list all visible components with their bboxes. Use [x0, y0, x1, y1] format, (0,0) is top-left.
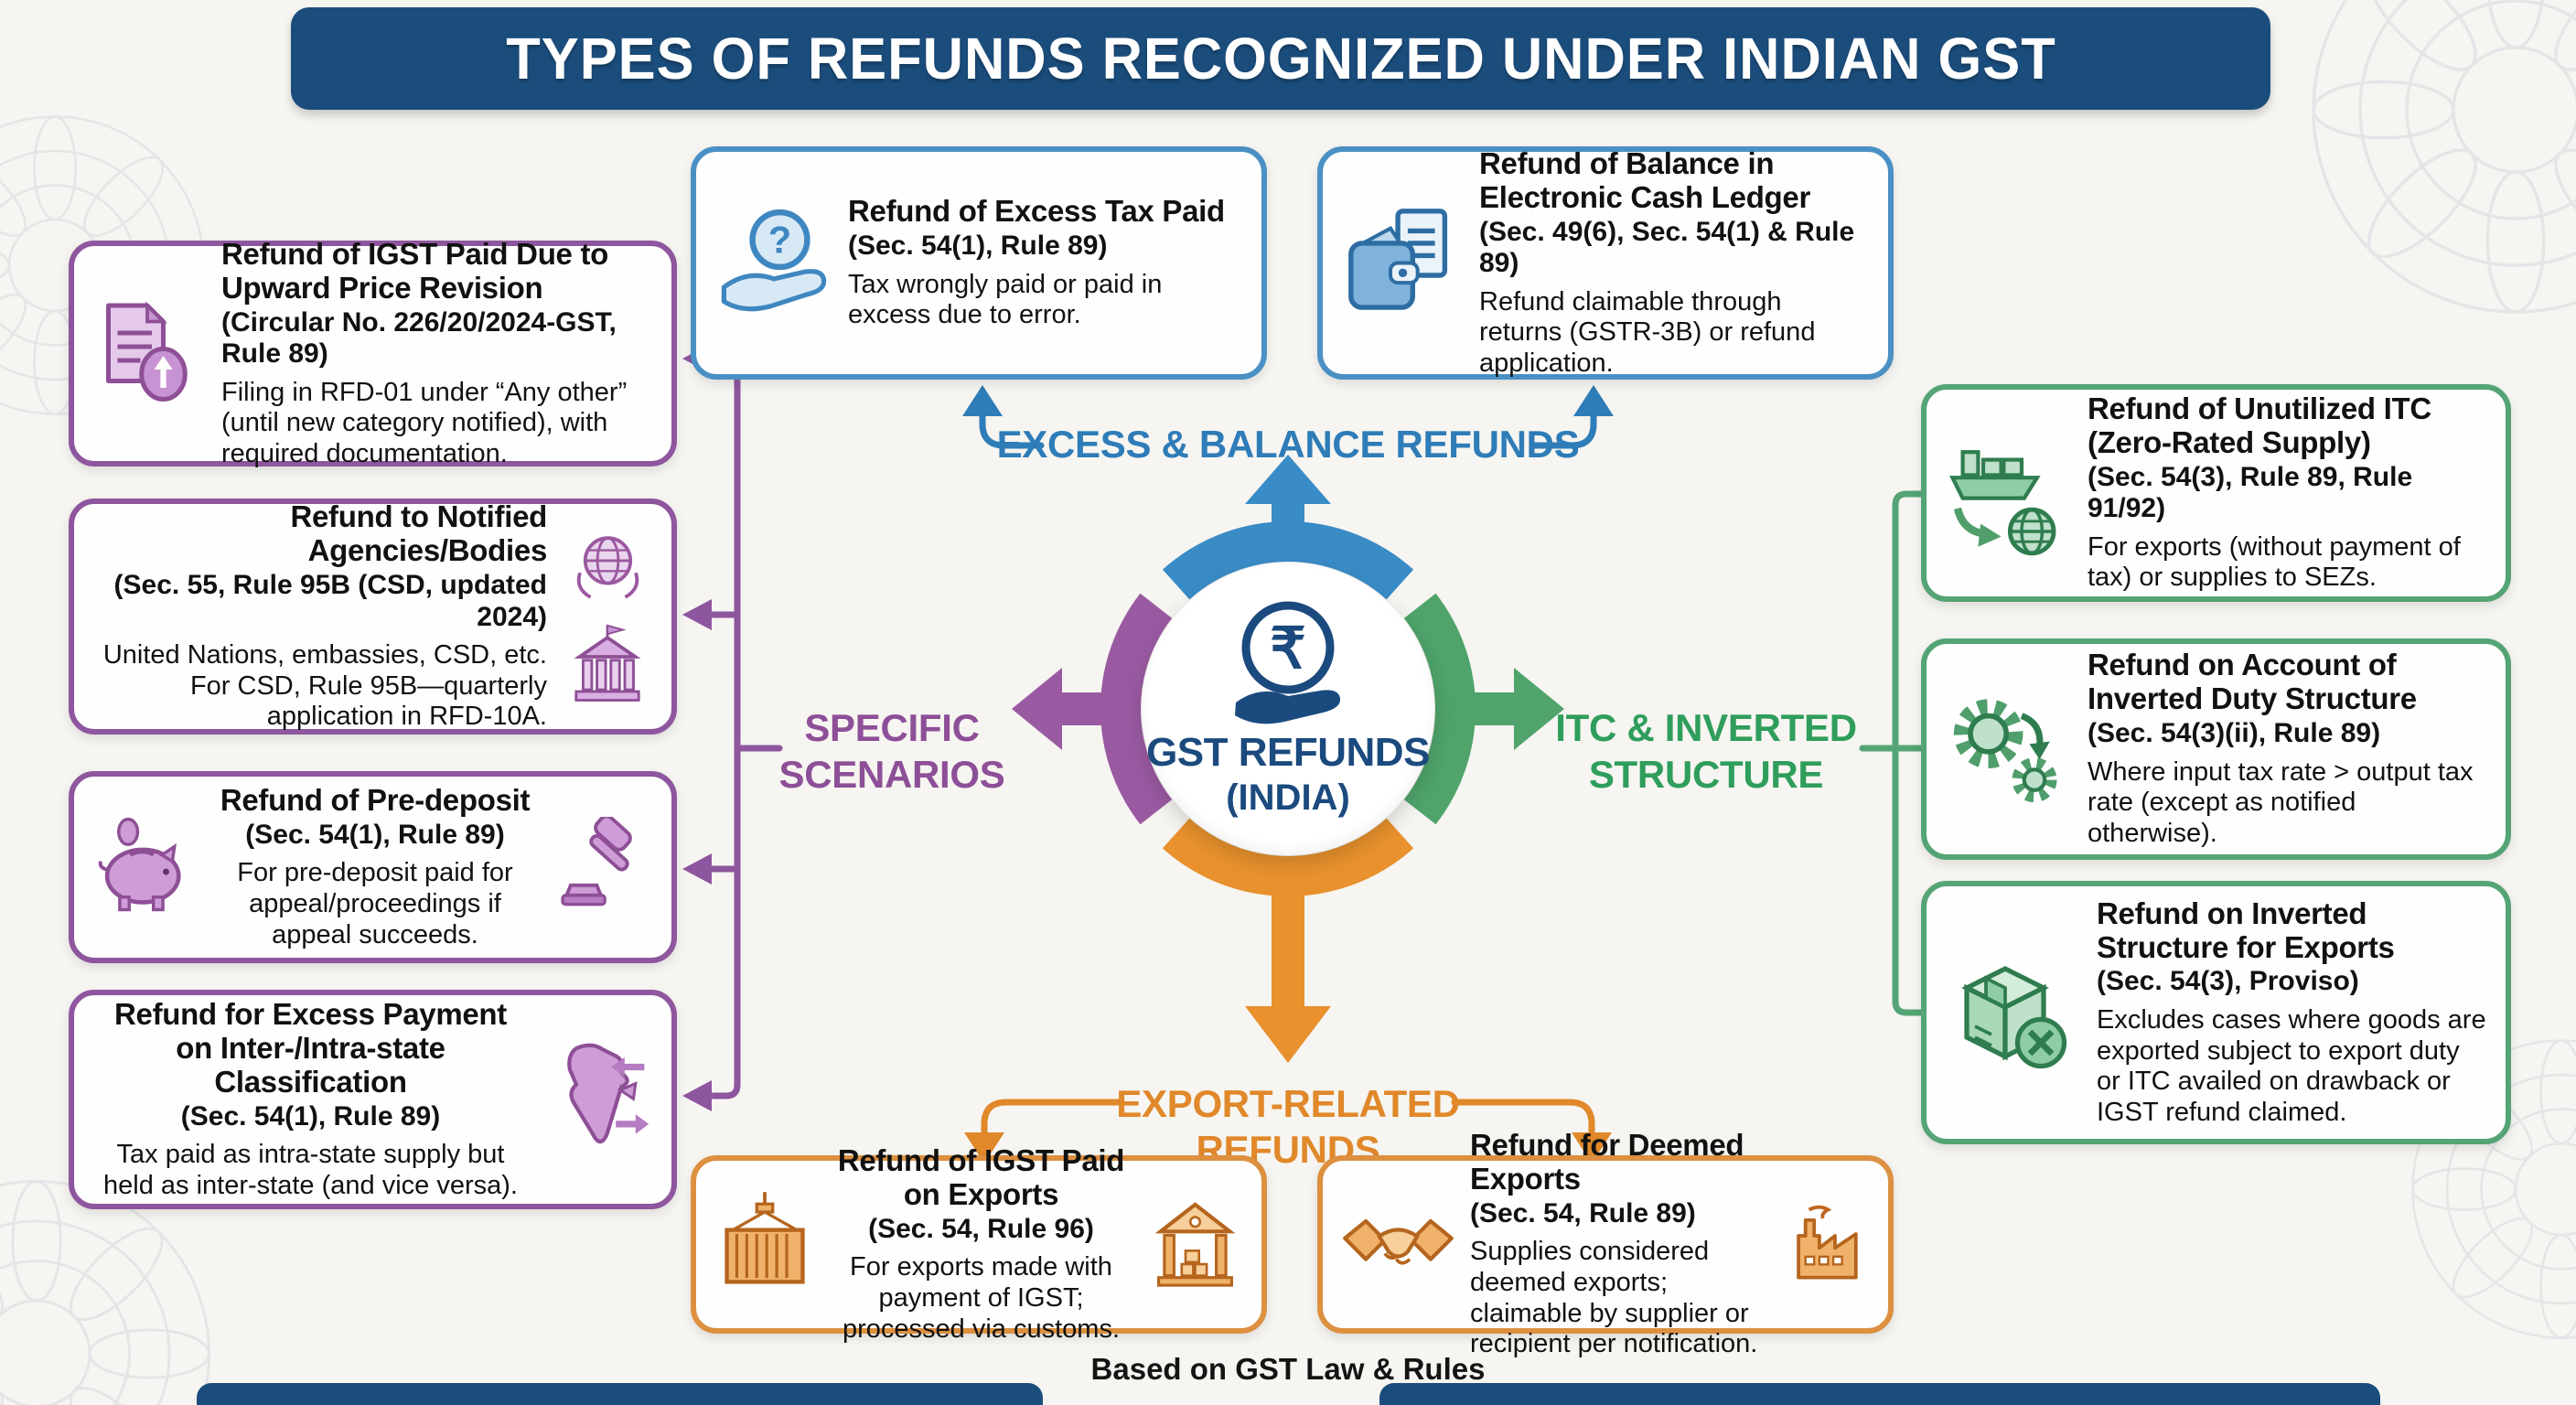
- arrowhead-left-icon: [682, 853, 712, 885]
- hub-ring-bottom-segment: [1162, 818, 1414, 896]
- card-title: Refund of IGST Paid on Exports: [837, 1142, 1125, 1211]
- card-ref: (Sec. 49(6), Sec. 54(1) & Rule 89): [1479, 216, 1855, 279]
- arrowhead-down-icon: [964, 1132, 1004, 1164]
- card-title: Refund of IGST Paid Due to Upward Price …: [221, 236, 609, 305]
- footer-note: Based on GST Law & Rules: [1090, 1352, 1486, 1386]
- branch-label-excess-balance: EXCESS & BALANCE REFUNDS: [996, 423, 1580, 466]
- card-desc: Excludes cases where goods are exported …: [2097, 1004, 2486, 1127]
- title-banner: TYPES OF REFUNDS RECOGNIZED UNDER INDIAN…: [291, 7, 2270, 110]
- card-desc: Tax paid as intra-state supply but held …: [103, 1140, 518, 1200]
- handshake-icon: [1343, 1218, 1454, 1265]
- svg-text:?: ?: [768, 218, 791, 261]
- arrowhead-down-icon: [1572, 1132, 1612, 1164]
- factory-icon: [1797, 1205, 1858, 1280]
- branch-label-specific-scenarios: SPECIFIC SCENARIOS: [709, 704, 1075, 798]
- card-unutilized-itc: Refund of Unutilized ITC (Zero-Rated Sup…: [1921, 384, 2511, 602]
- hub-ring-top-segment: [1162, 521, 1414, 600]
- card-title: Refund of Balance in Electronic Cash Led…: [1479, 145, 1811, 214]
- card-title: Refund for Deemed Exports: [1470, 1128, 1744, 1196]
- card-ref: (Sec. 54(3)(ii), Rule 89): [2088, 718, 2381, 749]
- card-title: Refund of Pre-deposit: [220, 782, 531, 817]
- card-pre-deposit: Refund of Pre-deposit (Sec. 54(1), Rule …: [69, 771, 677, 963]
- branch-label-line: SPECIFIC: [804, 706, 980, 749]
- card-desc: For exports (without payment of tax) or …: [2088, 531, 2461, 593]
- india-map-arrows-icon: [567, 1043, 649, 1143]
- card-igst-upward-price-revision: Refund of IGST Paid Due to Upward Price …: [69, 236, 677, 468]
- card-title: Refund of Unutilized ITC (Zero-Rated Sup…: [2088, 391, 2431, 459]
- svg-text:₹: ₹: [1270, 617, 1305, 681]
- card-ref: (Circular No. 226/20/2024-GST, Rule 89): [221, 306, 617, 370]
- card-title: Refund to Notified Agencies/Bodies: [290, 499, 547, 568]
- card-desc: For exports made with payment of IGST; p…: [842, 1252, 1120, 1344]
- card-desc: For pre-deposit paid for appeal/proceedi…: [237, 858, 513, 949]
- gavel-icon: [561, 817, 632, 906]
- hub-arrow-right-icon: [1473, 668, 1564, 750]
- card-ref: (Sec. 54(1), Rule 89): [848, 231, 1108, 262]
- card-inter-intra-state-classification: Refund for Excess Payment on Inter-/Intr…: [69, 990, 677, 1209]
- card-title: Refund on Inverted Structure for Exports: [2097, 896, 2395, 964]
- arrowhead-up-icon: [962, 385, 1003, 416]
- card-ref: (Sec. 54, Rule 89): [1470, 1197, 1696, 1228]
- arrowhead-left-icon: [682, 1080, 712, 1111]
- bottom-branch-connector: [981, 1099, 1595, 1140]
- branch-label-line: STRUCTURE: [1588, 753, 1824, 797]
- rupee-coin-hand-icon: ₹: [1235, 601, 1341, 724]
- arrowhead-left-icon: [682, 599, 712, 630]
- footer-banner-right: [1379, 1383, 2380, 1405]
- card-ref: (Sec. 54, Rule 96): [868, 1213, 1094, 1244]
- card-desc: Tax wrongly paid or paid in excess due t…: [848, 269, 1163, 330]
- footer-banner-left: [197, 1383, 1043, 1405]
- card-title: Refund for Excess Payment on Inter-/Intr…: [114, 996, 507, 1099]
- card-excess-tax-paid: ? Refund of Excess Tax Paid (Sec. 54(1),…: [691, 146, 1267, 380]
- page-title: TYPES OF REFUNDS RECOGNIZED UNDER INDIAN…: [505, 26, 2056, 91]
- card-deemed-exports: Refund for Deemed Exports (Sec. 54, Rule…: [1317, 1128, 1894, 1358]
- hub-title: GST REFUNDS: [1146, 729, 1430, 775]
- card-ref: (Sec. 54(1), Rule 89): [180, 1100, 441, 1132]
- customs-building-icon: [1154, 1201, 1236, 1287]
- hub-arrow-left-icon: [1012, 668, 1103, 750]
- card-title: Refund of Excess Tax Paid: [848, 194, 1225, 229]
- card-inverted-duty-structure: Refund on Account of Inverted Duty Struc…: [1921, 638, 2511, 860]
- top-branch-connector: [979, 408, 1597, 449]
- right-branch-connector: [1859, 490, 1925, 1016]
- hub-arrow-up-icon: [1245, 455, 1331, 529]
- card-ref: (Sec. 55, Rule 95B (CSD, updated 2024): [113, 570, 547, 632]
- hub-ring-right-segment: [1403, 593, 1476, 825]
- shipping-container-icon: [724, 1191, 805, 1284]
- un-emblem-icon: [576, 536, 639, 599]
- card-electronic-cash-ledger: Refund of Balance in Electronic Cash Led…: [1317, 146, 1894, 380]
- card-notified-agencies-bodies: Refund to Notified Agencies/Bodies (Sec.…: [69, 499, 677, 735]
- card-ref: (Sec. 54(1), Rule 89): [245, 819, 505, 850]
- hub-arrow-down-icon: [1245, 889, 1331, 1063]
- hub-ring-left-segment: [1100, 593, 1173, 825]
- branch-label-itc-inverted: ITC & INVERTED STRUCTURE: [1523, 704, 1889, 798]
- hub-ring: [1100, 521, 1476, 896]
- hand-question-coin-icon: ?: [721, 209, 827, 311]
- branch-label-line: EXPORT-RELATED: [1116, 1082, 1460, 1125]
- package-x-icon: [1961, 966, 2067, 1069]
- card-desc: United Nations, embassies, CSD, etc. For…: [102, 640, 547, 732]
- cargo-ship-globe-icon: [1949, 450, 2056, 556]
- card-desc: Supplies considered deemed exports; clai…: [1470, 1237, 1758, 1359]
- branch-label-line: SCENARIOS: [778, 753, 1005, 797]
- card-desc: Filing in RFD-01 under “Any other” (unti…: [221, 377, 628, 468]
- gears-down-arrow-icon: [1953, 699, 2057, 803]
- card-ref: (Sec. 54(3), Proviso): [2097, 966, 2359, 997]
- piggy-bank-icon: [98, 817, 181, 911]
- document-up-arrow-icon: [106, 301, 188, 402]
- branch-label-line: ITC & INVERTED: [1555, 706, 1857, 749]
- card-title: Refund on Account of Inverted Duty Struc…: [2088, 648, 2417, 716]
- card-desc: Where input tax rate > output tax rate (…: [2088, 756, 2474, 849]
- government-building-icon: [574, 624, 641, 702]
- card-igst-paid-on-exports: Refund of IGST Paid on Exports (Sec. 54,…: [691, 1143, 1267, 1344]
- hub-subtitle: (INDIA): [1226, 777, 1350, 818]
- card-inverted-structure-exports: Refund on Inverted Structure for Exports…: [1921, 881, 2511, 1144]
- hub-gst-refunds: ₹ GST REFUNDS (INDIA): [1142, 563, 1434, 855]
- wallet-document-icon: [1348, 209, 1448, 310]
- card-desc: Refund claimable through returns (GSTR-3…: [1479, 286, 1816, 378]
- arrowhead-up-icon: [1573, 385, 1614, 416]
- card-ref: (Sec. 54(3), Rule 89, Rule 91/92): [2088, 461, 2413, 524]
